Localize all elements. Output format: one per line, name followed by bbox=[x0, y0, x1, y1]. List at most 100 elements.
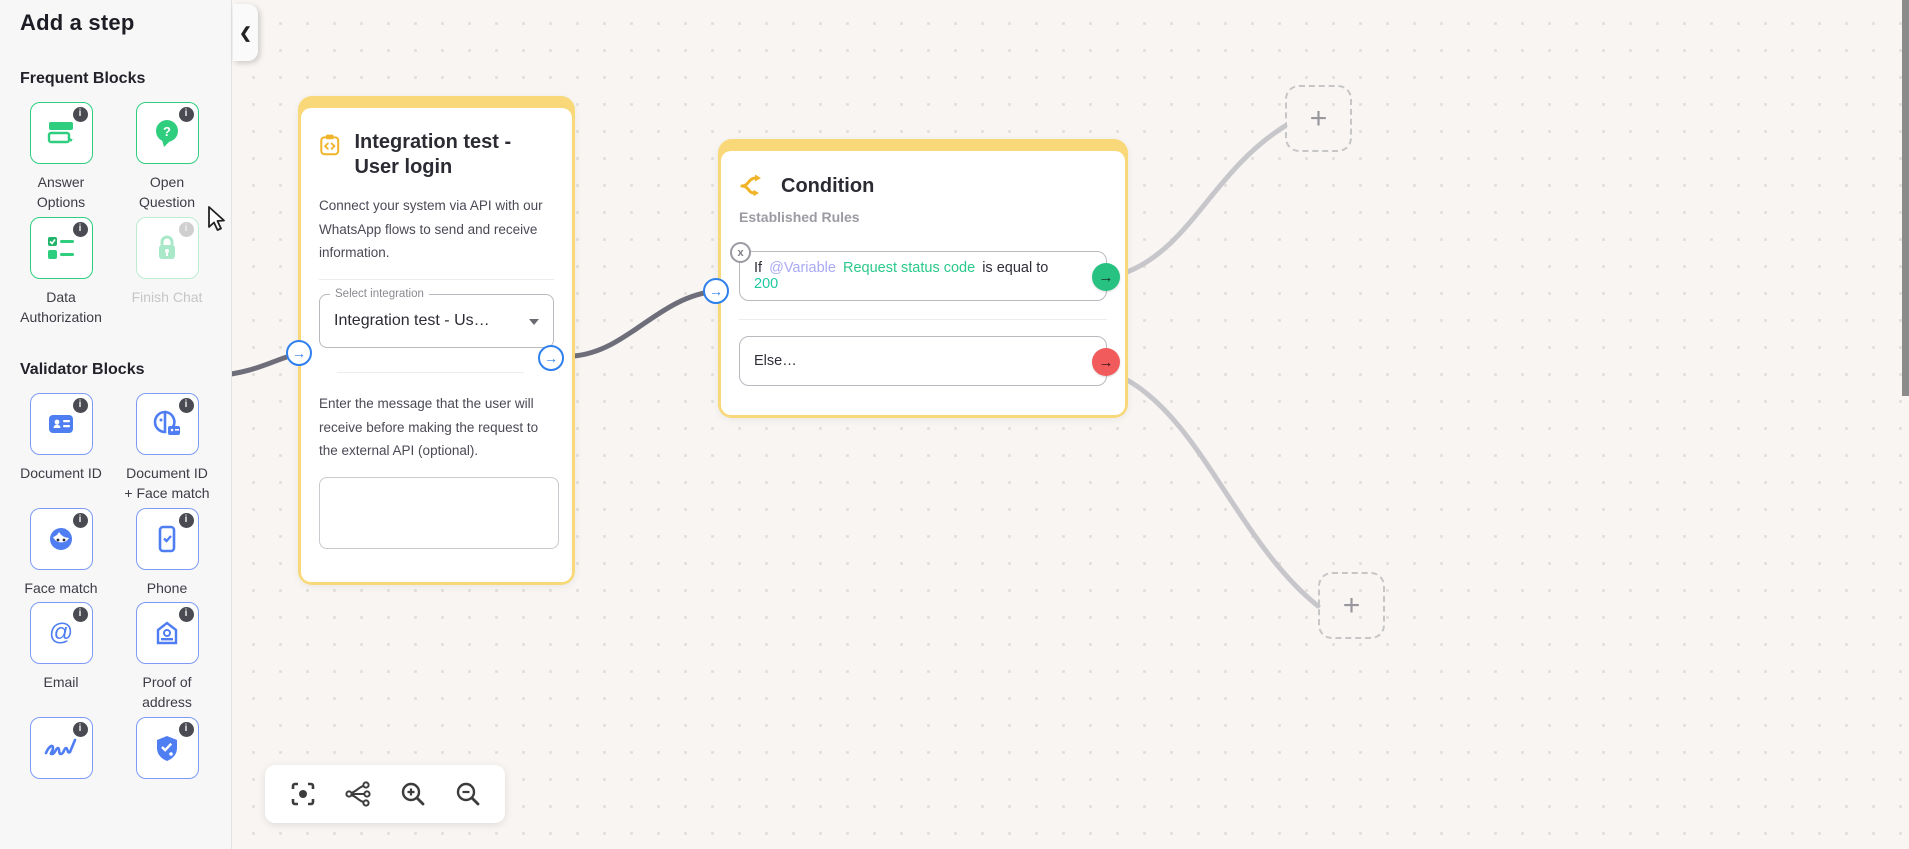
rule-operator: is equal to bbox=[982, 260, 1049, 276]
block-label: Answer Options bbox=[36, 174, 86, 211]
select-integration-value: Integration test - Us… bbox=[334, 311, 490, 329]
collapse-sidebar-button[interactable]: ❮ bbox=[233, 4, 258, 61]
block-label: Data Authorization bbox=[20, 288, 102, 325]
connector-row bbox=[319, 360, 554, 386]
lock-icon bbox=[159, 235, 175, 259]
else-label: Else… bbox=[754, 353, 797, 369]
select-integration-label: Select integration bbox=[330, 287, 429, 300]
canvas-toolbar bbox=[265, 765, 505, 823]
chevron-down-icon bbox=[529, 318, 539, 325]
info-badge-icon[interactable] bbox=[178, 398, 194, 414]
face-id-icon bbox=[153, 410, 180, 436]
zoom-out-button[interactable] bbox=[451, 777, 485, 811]
block-label: Document ID + Face match bbox=[124, 465, 210, 502]
center-view-button[interactable] bbox=[286, 777, 320, 811]
rule-true-output-port[interactable]: → bbox=[1092, 263, 1120, 291]
integration-node-card[interactable]: Integration test - User login Connect yo… bbox=[298, 96, 575, 585]
at-sign-icon: @ bbox=[49, 619, 73, 646]
zoom-out-icon bbox=[456, 782, 479, 806]
block-signature[interactable] bbox=[29, 716, 93, 779]
frequent-blocks-grid: Answer Options ? Open Question bbox=[0, 102, 231, 327]
condition-input-port[interactable]: → bbox=[703, 278, 729, 304]
block-phone[interactable] bbox=[135, 507, 199, 570]
message-textarea[interactable] bbox=[319, 476, 559, 549]
block-document-id-face-match[interactable] bbox=[135, 393, 199, 456]
integration-clipboard-icon bbox=[320, 134, 340, 156]
validator-blocks-grid: Document ID Document ID + Face match bbox=[0, 393, 231, 796]
center-view-icon bbox=[291, 782, 314, 806]
phone-check-icon bbox=[158, 525, 176, 553]
rule-prefix: If bbox=[754, 260, 763, 276]
rule-variable-tag: @Variable bbox=[769, 260, 836, 276]
svg-text:@: @ bbox=[49, 619, 73, 646]
info-badge-icon[interactable] bbox=[72, 221, 88, 237]
info-badge-icon[interactable] bbox=[72, 107, 88, 122]
zoom-in-button[interactable] bbox=[396, 777, 430, 811]
integration-message-hint: Enter the message that the user will rec… bbox=[319, 395, 539, 459]
info-badge-icon[interactable] bbox=[72, 607, 88, 623]
rule-value: 200 bbox=[754, 276, 779, 292]
plus-icon: + bbox=[1309, 101, 1328, 135]
rule-variable-name: Request status code bbox=[842, 260, 976, 276]
integration-input-port[interactable]: → bbox=[286, 340, 312, 366]
info-badge-icon[interactable] bbox=[178, 512, 194, 528]
chat-question-icon: ? bbox=[156, 120, 178, 147]
block-label: Proof of address bbox=[142, 674, 192, 711]
block-label: Phone bbox=[146, 579, 188, 596]
house-camera-icon bbox=[156, 621, 178, 645]
remove-rule-icon[interactable]: x bbox=[730, 242, 751, 263]
integration-card-description: Connect your system via API with our Wha… bbox=[319, 198, 543, 261]
sidebar-scrollbar[interactable] bbox=[1902, 0, 1909, 396]
block-document-id[interactable] bbox=[29, 393, 93, 456]
integration-output-port[interactable]: → bbox=[538, 345, 564, 371]
block-label: Finish Chat bbox=[131, 288, 203, 305]
info-badge-icon[interactable] bbox=[178, 721, 194, 737]
add-node-placeholder-bottom[interactable]: + bbox=[1318, 572, 1385, 639]
info-badge-icon[interactable] bbox=[72, 512, 88, 528]
condition-card-title: Condition bbox=[781, 174, 875, 197]
face-icon bbox=[50, 527, 72, 550]
svg-text:?: ? bbox=[163, 124, 171, 139]
add-node-placeholder-top[interactable]: + bbox=[1285, 85, 1352, 152]
condition-card-subtitle: Established Rules bbox=[739, 209, 860, 225]
block-label: Face match bbox=[24, 579, 98, 596]
answer-options-icon bbox=[47, 122, 76, 144]
block-label: Open Question bbox=[138, 174, 196, 211]
block-shield-check[interactable] bbox=[135, 716, 199, 779]
checklist-icon bbox=[48, 236, 74, 259]
condition-rule-row[interactable]: x If @Variable Request status code is eq… bbox=[730, 242, 1120, 301]
condition-node-card[interactable]: Condition Established Rules x If @Variab… bbox=[718, 139, 1128, 418]
info-badge-icon[interactable] bbox=[178, 107, 194, 122]
integration-card-title: Integration test - User login bbox=[354, 131, 512, 178]
block-face-match[interactable] bbox=[29, 507, 93, 570]
else-output-port[interactable]: → bbox=[1092, 348, 1120, 376]
sidebar-title: Add a step bbox=[20, 10, 135, 35]
divider bbox=[739, 319, 1107, 320]
section-validator-blocks-title: Validator Blocks bbox=[20, 361, 145, 379]
divider bbox=[319, 278, 554, 280]
condition-else-row[interactable]: Else… → bbox=[739, 336, 1120, 386]
id-card-icon bbox=[49, 415, 73, 434]
select-integration-dropdown[interactable]: Select integration Integration test - Us… bbox=[319, 287, 554, 348]
block-answer-options[interactable] bbox=[29, 102, 93, 164]
block-label: Email bbox=[43, 674, 79, 691]
info-badge-icon bbox=[178, 221, 194, 237]
info-badge-icon[interactable] bbox=[72, 398, 88, 414]
zoom-in-icon bbox=[401, 782, 424, 806]
info-badge-icon[interactable] bbox=[72, 721, 88, 737]
plus-icon: + bbox=[1342, 588, 1361, 622]
block-proof-of-address[interactable] bbox=[135, 602, 199, 665]
section-frequent-blocks-title: Frequent Blocks bbox=[20, 70, 146, 87]
shield-check-icon bbox=[157, 735, 177, 761]
block-label: Document ID bbox=[20, 465, 102, 482]
add-step-sidebar: Add a step Frequent Blocks Answer Option… bbox=[0, 0, 232, 849]
condition-branch-icon bbox=[740, 174, 761, 197]
signature-icon bbox=[44, 738, 77, 755]
block-email[interactable]: @ bbox=[29, 602, 93, 665]
hierarchy-icon bbox=[344, 781, 371, 807]
info-badge-icon[interactable] bbox=[178, 607, 194, 623]
block-finish-chat bbox=[135, 216, 199, 279]
block-data-authorization[interactable] bbox=[29, 216, 93, 279]
tree-layout-button[interactable] bbox=[341, 777, 375, 811]
block-open-question[interactable]: ? bbox=[135, 102, 199, 164]
